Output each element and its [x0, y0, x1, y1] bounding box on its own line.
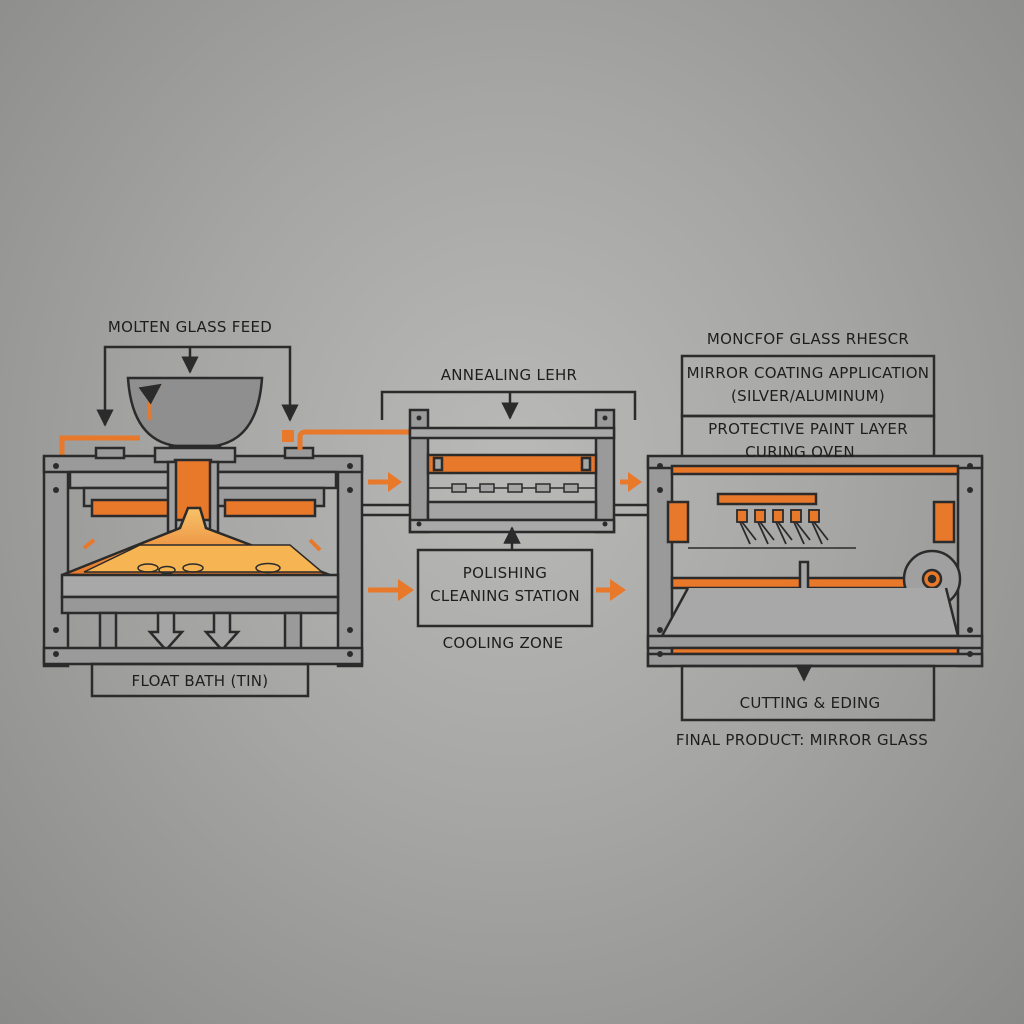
connector-pipes-1 [297, 429, 414, 601]
annealing-lehr-rivets [416, 415, 608, 527]
final-product-label: FINAL PRODUCT: MIRROR GLASS [675, 731, 929, 749]
spray-stream [757, 521, 775, 545]
coating-machine-rivets [657, 463, 973, 657]
annealing-lehr-label: ANNEALING LEHR [440, 366, 578, 384]
float-bath-machine [42, 345, 364, 698]
spray-nozzle [754, 509, 766, 523]
connector-pipes-2 [596, 472, 648, 601]
spray-nozzles [736, 509, 829, 545]
polishing-label: POLISHING [462, 564, 548, 582]
spray-nozzle [808, 509, 820, 523]
protective-paint-label: PROTECTIVE PAINT LAYER [708, 420, 908, 438]
coating-machine [646, 354, 984, 722]
annealing-lehr-machine [380, 390, 637, 628]
spray-stream [811, 521, 829, 545]
mirror-coating-label: MIRROR COATING APPLICATION [686, 364, 930, 382]
spray-nozzle [790, 509, 802, 523]
spray-stream [775, 521, 793, 545]
cutting-edging-label: CUTTING & EDING [739, 694, 881, 712]
float-bath-rivets [53, 463, 353, 657]
garbled-heading-label: MONCFOF GLASS RHESCR [706, 330, 910, 348]
spray-nozzle [772, 509, 784, 523]
curing-oven-label: CURING OVEN [745, 443, 855, 461]
cooling-zone-label: COOLING ZONE [442, 634, 564, 652]
cleaning-station-label: CLEANING STATION [430, 587, 580, 605]
spray-stream [739, 521, 757, 545]
float-bath-label: FLOAT BATH (TIN) [131, 672, 269, 690]
spray-stream [793, 521, 811, 545]
silver-aluminum-label: (SILVER/ALUMINUM) [730, 387, 886, 405]
molten-glass-feed-label: MOLTEN GLASS FEED [107, 318, 273, 336]
spray-nozzle [736, 509, 748, 523]
